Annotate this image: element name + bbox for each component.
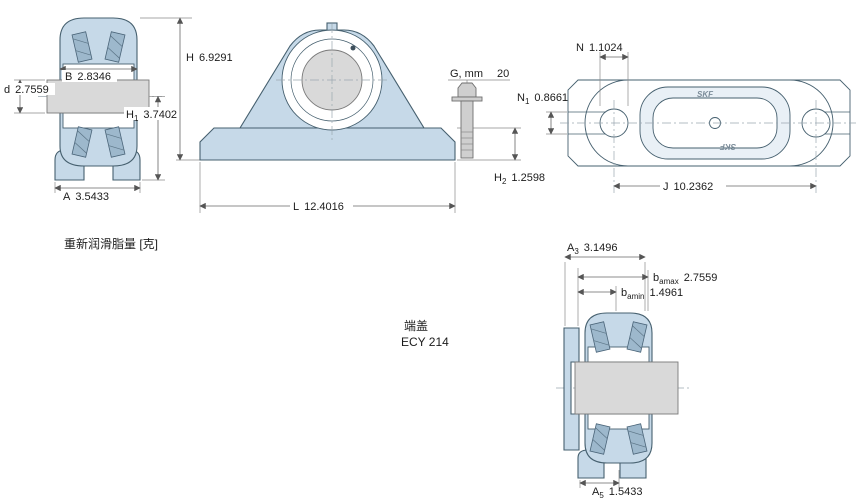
shaft-section-2 — [574, 361, 679, 415]
bolt-shank — [460, 100, 474, 159]
inner-ring-bottom — [62, 112, 135, 129]
roller-2-top-left — [589, 321, 611, 353]
roller-bottom-right — [104, 126, 126, 158]
roller-2-bottom-left — [589, 423, 611, 455]
lube-hole — [350, 45, 356, 51]
relubrication-note: 重新润滑脂量 [克] — [64, 236, 158, 251]
bolt-head — [457, 82, 477, 98]
roller-top-left — [71, 31, 93, 63]
endcap-part-number: ECY 214 — [401, 335, 449, 349]
endcap-note: 端盖 — [404, 319, 428, 333]
skf-logo-bottom: SKF — [719, 142, 736, 151]
roller-top-right — [104, 31, 126, 63]
bolt-washer — [451, 96, 483, 102]
roller-2-bottom-right — [626, 423, 648, 455]
bolt-threads — [461, 131, 473, 151]
end-cap — [563, 327, 580, 451]
roller-2-top-right — [626, 321, 648, 353]
skf-logo-top: SKF — [697, 90, 714, 99]
roller-bottom-left — [71, 126, 93, 158]
base-plate — [199, 127, 456, 161]
